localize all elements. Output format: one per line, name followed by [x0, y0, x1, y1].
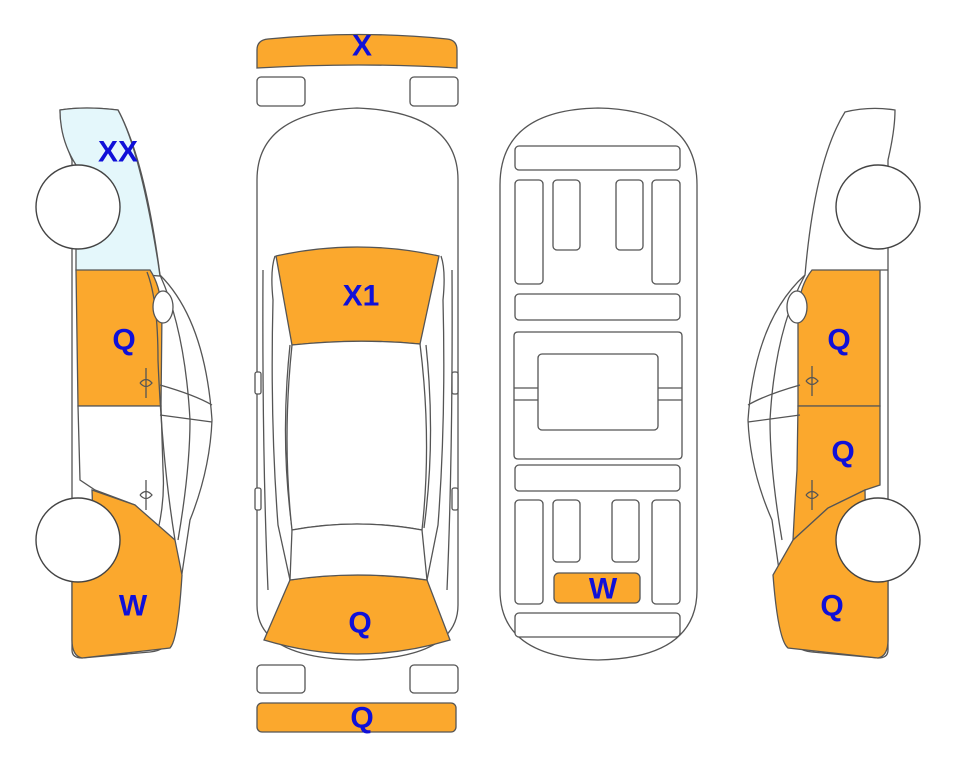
floor-center-box: [537, 353, 659, 431]
floor-crossbar-1: [514, 293, 681, 321]
left-window-line: [159, 384, 213, 423]
right-front-wheel: [835, 164, 921, 250]
underbody-view: [499, 107, 698, 661]
right-rear-handle: [805, 480, 819, 510]
right-rear-quarter-label: Q: [820, 590, 843, 623]
right-rear-door-panel[interactable]: [792, 405, 881, 542]
left-door-line: [146, 271, 176, 541]
left-handle: [254, 487, 262, 511]
right-mirror: [786, 290, 808, 324]
right-rear-door-label: Q: [831, 436, 854, 469]
front-bumper-panel[interactable]: [256, 33, 458, 69]
front-left-lamp: [256, 76, 306, 107]
right-roof-line: [426, 255, 445, 581]
floor-rear-bar: [514, 612, 681, 638]
left-side-sill: [262, 269, 269, 591]
left-rear-handle: [139, 480, 153, 510]
left-side-view: [35, 107, 213, 659]
right-handle: [451, 487, 459, 511]
floor-inner-right: [615, 179, 644, 251]
front-bumper-label: X: [352, 30, 372, 63]
floor-inner-left: [552, 179, 581, 251]
right-inner-line: [423, 344, 432, 529]
right-front-door-label: Q: [827, 324, 850, 357]
floor-rear-left-rail: [514, 499, 544, 605]
rear-right-lamp: [409, 664, 459, 694]
floor-left-rail: [514, 179, 544, 285]
hood-label: X1: [343, 280, 380, 313]
left-front-handle: [139, 368, 153, 398]
floor-frame-notch-left: [514, 387, 538, 401]
left-mirror: [254, 371, 262, 395]
rear-bumper-panel[interactable]: [256, 702, 457, 733]
floor-front-bar: [514, 145, 681, 171]
right-side-sill: [446, 269, 453, 591]
rear-window: [289, 523, 428, 581]
rear-bumper-label: Q: [350, 702, 373, 735]
floor-frame-notch-right: [658, 387, 682, 401]
left-roof-line: [271, 255, 291, 581]
floor-rear-inner-left: [552, 499, 581, 563]
damage-labels: X X1 XX Q W Q Q W Q Q Q: [98, 30, 855, 735]
rear-left-lamp: [256, 664, 306, 694]
left-front-door-label: Q: [112, 324, 135, 357]
floor-rear-panel-label: W: [589, 573, 618, 606]
roof-panel: [286, 340, 428, 531]
left-rear-wheel: [35, 497, 121, 583]
floor-rear-inner-right: [611, 499, 640, 563]
right-window-line: [747, 384, 801, 423]
floor-right-rail: [651, 179, 681, 285]
left-rear-quarter-label: W: [119, 590, 148, 623]
top-view: [254, 33, 459, 733]
left-front-wheel: [35, 164, 121, 250]
right-rear-wheel: [835, 497, 921, 583]
floor-crossbar-2: [514, 464, 681, 492]
front-right-lamp: [409, 76, 459, 107]
right-front-handle: [805, 366, 819, 396]
floor-rear-panel[interactable]: [553, 572, 641, 604]
trunk-lid-label: Q: [348, 607, 371, 640]
right-side-view: [747, 107, 921, 659]
left-mirror: [152, 290, 174, 324]
floor-rear-right-rail: [651, 499, 681, 605]
left-front-glass-label: XX: [98, 136, 138, 169]
right-mirror: [451, 371, 459, 395]
